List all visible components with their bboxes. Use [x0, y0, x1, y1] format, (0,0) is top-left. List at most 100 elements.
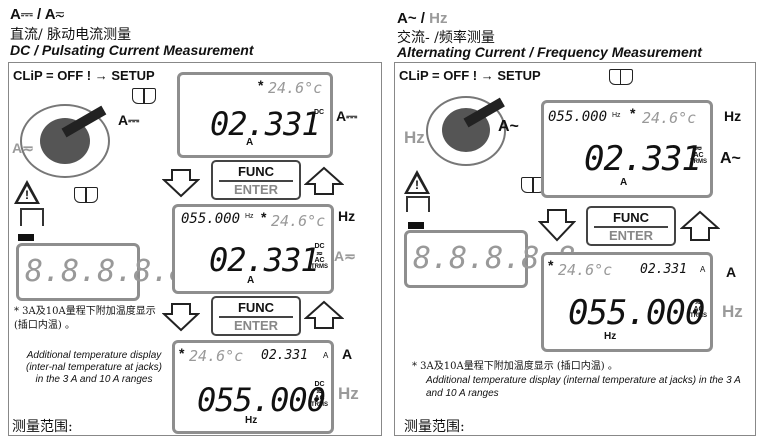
unit-ac: AC — [314, 257, 325, 264]
func-label: FUNC — [612, 210, 650, 225]
left-display-dc-ac: 055.000 Hz * 24.6°c 02.331 DC ≂ AC TRMS … — [172, 204, 334, 294]
dial-label-ac: A~ — [498, 118, 519, 135]
current-unit: A — [700, 265, 706, 274]
right-display-ac: 055.000 Hz * 24.6°c 02.331 ≂ AC TRMS A — [541, 100, 713, 198]
up-arrow-icon — [303, 300, 345, 330]
func-label: FUNC — [237, 300, 275, 315]
display1-side-label: A⎓ — [336, 108, 358, 124]
book-icon — [608, 68, 633, 85]
unit-trms: TRMS — [690, 159, 707, 165]
warning-icon: ! — [14, 180, 40, 204]
right-display2-side-hz: Hz — [722, 302, 743, 321]
main-readout: 055.000 — [568, 293, 705, 333]
func-enter-button[interactable]: FUNC ENTER — [211, 160, 301, 200]
func-enter-button[interactable]: FUNC ENTER — [211, 296, 301, 336]
right-display1-side-hz: Hz — [724, 108, 742, 124]
right-en-title: Alternating Current / Frequency Measurem… — [397, 44, 702, 60]
pulsating-current-symbol: A≂ — [44, 6, 65, 23]
down-arrow-icon — [537, 208, 577, 242]
temp-star: * — [258, 77, 264, 93]
unit-trms: TRMS — [690, 313, 707, 319]
book-icon — [132, 87, 156, 104]
freq-unit: Hz — [245, 213, 254, 220]
left-cn-title: 直流/ 脉动电流测量 — [10, 27, 132, 43]
enter-label: ENTER — [219, 316, 293, 334]
left-placeholder-display: 8.8.8.8.8 — [16, 243, 188, 301]
temp-readout: 24.6°c — [189, 347, 244, 365]
unit-dc: DC — [314, 381, 325, 388]
down-arrow-icon — [161, 168, 201, 198]
dc-current-symbol: A⎓ — [10, 6, 33, 23]
func-label: FUNC — [237, 164, 275, 179]
left-range-title: 测量范围: — [12, 419, 73, 435]
down-arrow-icon — [161, 302, 201, 332]
unit-ac: AC — [314, 395, 325, 402]
temp-star: * — [548, 257, 554, 273]
ac-current-symbol: A~ — [397, 10, 417, 27]
dial-label-hz: Hz — [404, 128, 425, 147]
left-cn-note: * 3A及10A量程下附加温度显示 (插口内温) 。 — [14, 306, 156, 331]
unit-amp: A — [620, 177, 628, 188]
up-arrow-icon — [303, 166, 345, 196]
main-readout: 02.331 — [584, 139, 702, 179]
header-separator: / — [36, 6, 42, 23]
down-arrow-icon — [20, 208, 44, 226]
temp-star: * — [179, 345, 185, 361]
enter-label: ENTER — [219, 180, 293, 198]
unit-dc: DC — [314, 243, 325, 250]
current-readout: 02.331 — [261, 348, 308, 363]
temp-star: * — [261, 209, 267, 225]
unit-ac: AC — [693, 152, 704, 159]
func-enter-button[interactable]: FUNC ENTER — [586, 206, 676, 246]
main-readout: 02.331 — [209, 241, 320, 279]
current-unit: A — [323, 351, 329, 360]
unit-trms: TRMS — [311, 264, 328, 270]
unit-hz: Hz — [604, 331, 617, 342]
right-display1-side-ac: A~ — [720, 150, 741, 167]
main-readout: 055.000 — [197, 381, 326, 419]
left-en-note: Additional temperature display (inter-na… — [26, 350, 162, 385]
right-range-title: 测量范围: — [404, 419, 465, 435]
frequency-symbol: Hz — [429, 10, 448, 27]
header-separator: / — [420, 10, 425, 27]
display2-side-hz: Hz — [338, 208, 356, 224]
warning-icon: ! — [404, 170, 430, 194]
main-readout: 02.331 — [210, 105, 321, 143]
freq-unit: Hz — [612, 112, 621, 119]
right-setup-text: CLiP = OFF ! → SETUP — [399, 68, 541, 83]
enter-label: ENTER — [594, 226, 668, 244]
up-arrow-icon — [679, 210, 721, 242]
unit-dc: DC — [314, 109, 325, 116]
right-en-note: Additional temperature display (internal… — [426, 375, 741, 399]
temp-readout: 24.6°c — [271, 212, 326, 230]
right-display2-side-a: A — [726, 264, 737, 280]
unit-trms: TRMS — [311, 402, 328, 408]
left-display-freq: * 24.6°c 02.331 A 055.000 DC ≂ AC TRMS H… — [172, 340, 334, 434]
display3-side-a: A — [342, 346, 353, 362]
unit-ac: AC — [693, 306, 704, 313]
current-readout: 02.331 — [640, 262, 687, 277]
right-cn-title: 交流- /频率测量 — [397, 30, 495, 46]
placeholder-digits: 8.8.8.8.8 — [25, 254, 188, 289]
freq-readout: 055.000 — [548, 109, 608, 125]
rotary-switch[interactable] — [20, 104, 110, 178]
left-display-dc: * 24.6°c 02.331 DC A — [177, 72, 333, 158]
left-header-symbols: A⎓ / A≂ — [10, 6, 64, 23]
dial-label-dc: A⎓ — [118, 112, 140, 128]
battery-icon — [18, 234, 34, 241]
display2-side-pulsating: A≂ — [334, 248, 356, 264]
battery-icon — [408, 222, 424, 229]
right-display-freq: * 24.6°c 02.331 A 055.000 ≂ AC TRMS Hz — [541, 252, 713, 352]
unit-amp: A — [247, 275, 255, 286]
display3-side-hz: Hz — [338, 384, 359, 403]
temp-star: * — [630, 105, 636, 121]
dial-label-pulsating: A≂ — [12, 140, 34, 156]
right-header-symbols: A~ / Hz — [397, 10, 447, 27]
down-arrow-icon — [406, 196, 430, 212]
rotary-switch[interactable] — [426, 96, 506, 166]
unit-hz: Hz — [245, 415, 258, 426]
left-setup-text: CLiP = OFF ! → SETUP — [13, 68, 155, 83]
temp-readout: 24.6°c — [268, 79, 323, 97]
freq-readout: 055.000 — [181, 211, 241, 227]
book-icon — [74, 186, 99, 203]
